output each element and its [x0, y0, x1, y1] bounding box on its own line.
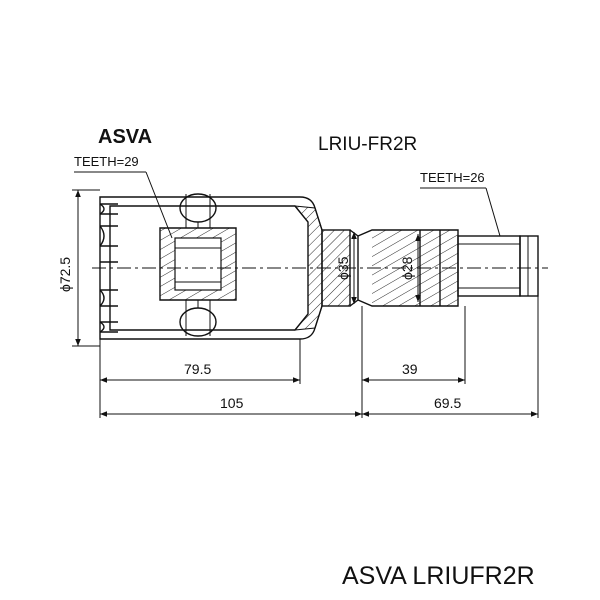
- teeth-right-label: TEETH=26: [420, 170, 485, 185]
- shaft-diameter-dimension: ϕ28: [399, 234, 421, 302]
- part-number-label: LRIU-FR2R: [318, 134, 417, 155]
- housing-length-value: 79.5: [184, 361, 211, 377]
- brand-label: ASVA: [98, 126, 152, 148]
- footer-caption: ASVA LRIUFR2R: [342, 562, 535, 590]
- spline-length-value: 39: [402, 361, 418, 377]
- left-total-dimension: 105: [100, 395, 362, 417]
- outer-diameter-value: ϕ72.5: [57, 257, 73, 292]
- output-shaft: [357, 229, 539, 307]
- housing-length-dimension: 79.5: [100, 361, 300, 383]
- spline-length-dimension: 39: [362, 361, 465, 383]
- right-total-dimension: 69.5: [362, 395, 538, 417]
- right-total-value: 69.5: [434, 395, 461, 411]
- body-diameter-dimension: ϕ35: [335, 232, 357, 304]
- shaft-diameter-value: ϕ28: [399, 256, 415, 280]
- teeth-right-callout: TEETH=26: [420, 170, 501, 237]
- joint-housing: [99, 193, 359, 340]
- left-total-value: 105: [220, 395, 244, 411]
- teeth-left-callout: TEETH=29: [74, 154, 173, 239]
- body-diameter-value: ϕ35: [335, 256, 351, 280]
- outer-diameter-dimension: ϕ72.5: [57, 189, 100, 347]
- teeth-left-label: TEETH=29: [74, 154, 139, 169]
